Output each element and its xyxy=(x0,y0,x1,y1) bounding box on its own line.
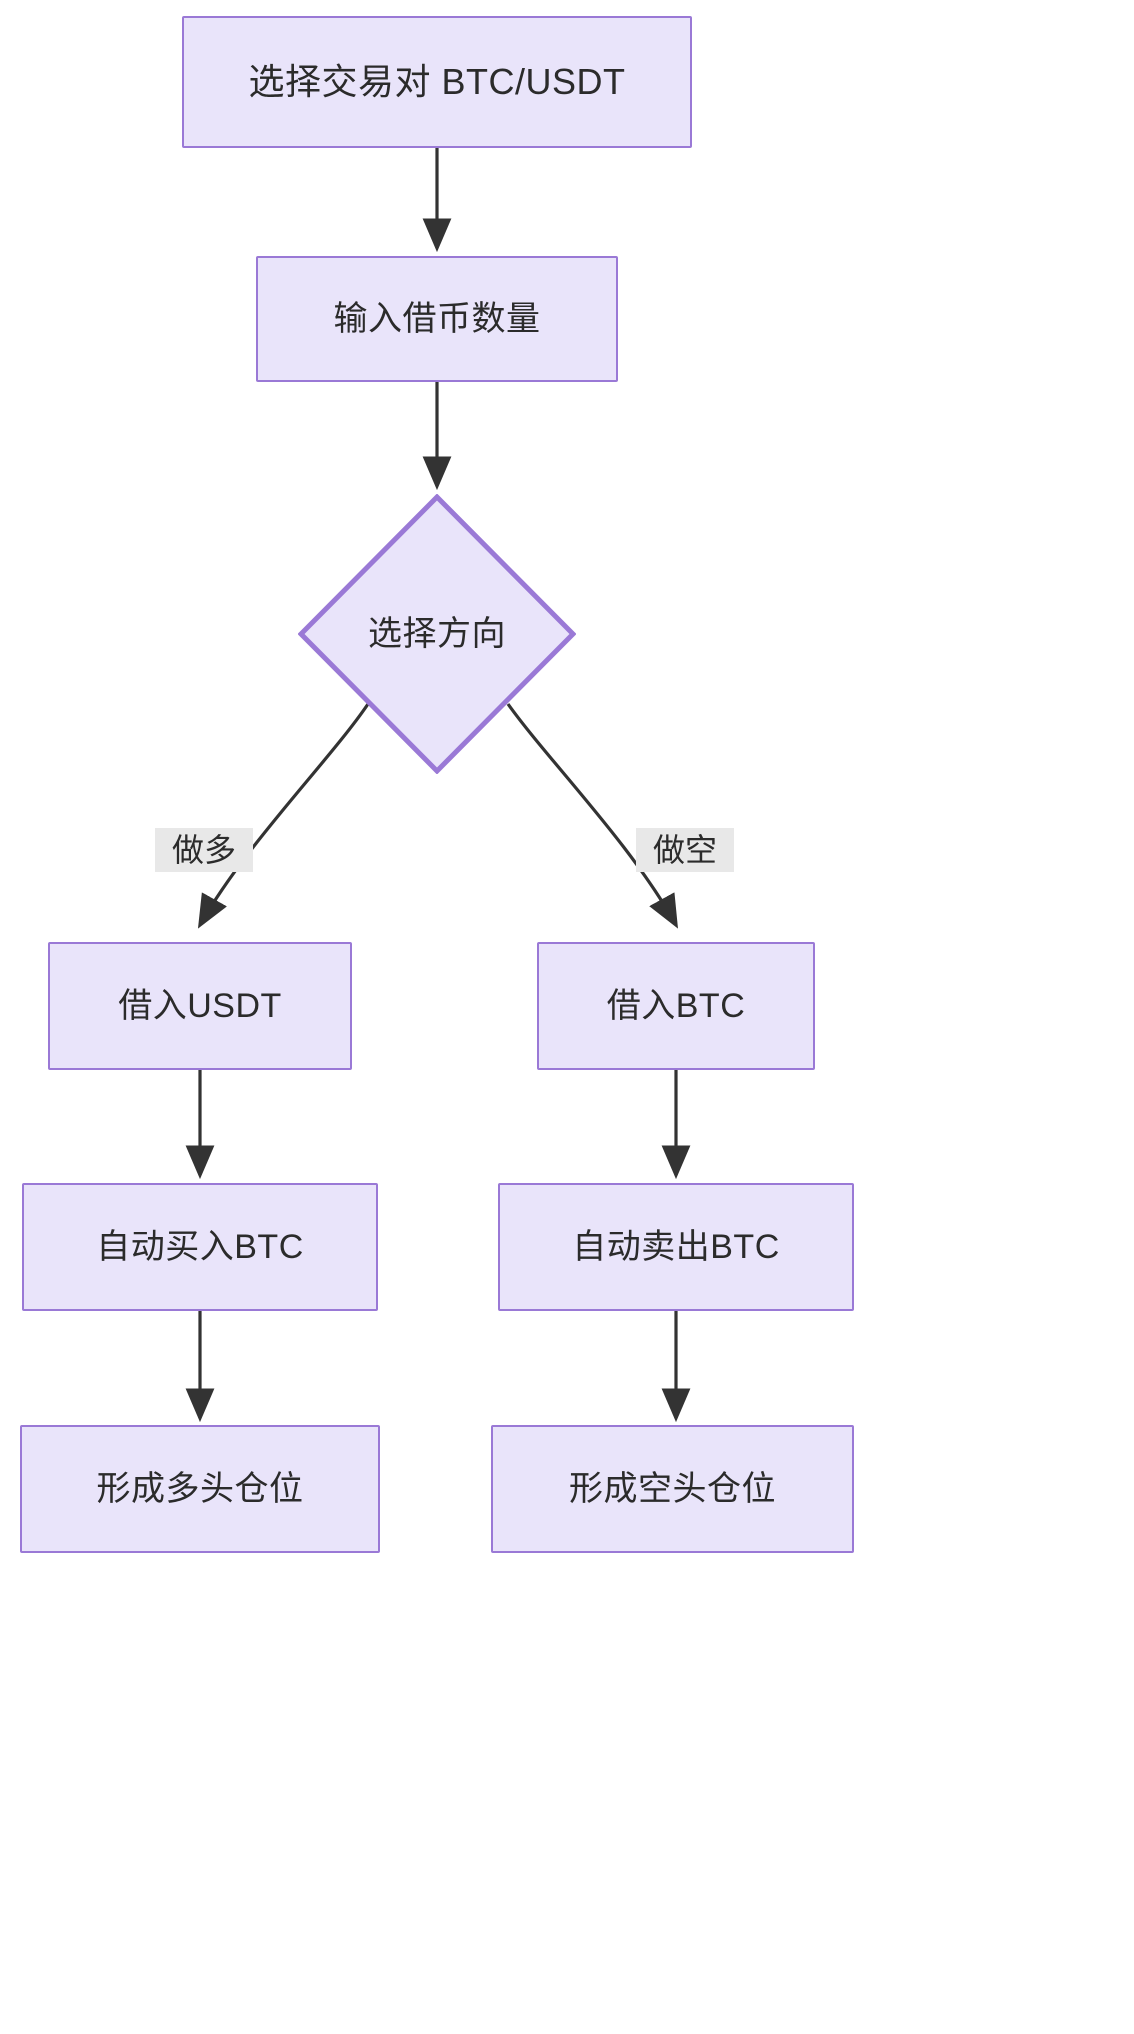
node-label: 选择交易对 BTC/USDT xyxy=(248,61,626,103)
node-borrow-btc[interactable]: 借入BTC xyxy=(537,942,815,1070)
node-select-direction[interactable]: 选择方向 xyxy=(298,494,576,774)
edge-n3-n5 xyxy=(506,703,679,929)
edge-label-long: 做多 xyxy=(155,828,253,872)
node-label: 输入借币数量 xyxy=(333,299,541,338)
edge-label-text: 做多 xyxy=(171,832,236,868)
node-label: 形成多头仓位 xyxy=(96,1469,304,1508)
node-label: 借入BTC xyxy=(606,986,746,1025)
node-label: 自动卖出BTC xyxy=(572,1227,780,1266)
node-label: 借入USDT xyxy=(118,986,282,1025)
node-label: 形成空头仓位 xyxy=(569,1469,776,1508)
diamond-shape xyxy=(298,494,576,774)
node-borrow-usdt[interactable]: 借入USDT xyxy=(48,942,352,1070)
edge-label-text: 做空 xyxy=(652,832,717,868)
edge-n3-n4 xyxy=(197,703,370,929)
node-label: 选择方向 xyxy=(368,614,506,653)
node-label: 自动买入BTC xyxy=(96,1227,304,1266)
edge-label-short: 做空 xyxy=(636,828,734,872)
node-short-position[interactable]: 形成空头仓位 xyxy=(491,1425,854,1553)
node-auto-buy-btc[interactable]: 自动买入BTC xyxy=(22,1183,378,1311)
node-long-position[interactable]: 形成多头仓位 xyxy=(20,1425,380,1553)
node-select-trading-pair[interactable]: 选择交易对 BTC/USDT xyxy=(182,16,692,148)
node-auto-sell-btc[interactable]: 自动卖出BTC xyxy=(498,1183,854,1311)
node-input-borrow-amount[interactable]: 输入借币数量 xyxy=(256,256,618,382)
